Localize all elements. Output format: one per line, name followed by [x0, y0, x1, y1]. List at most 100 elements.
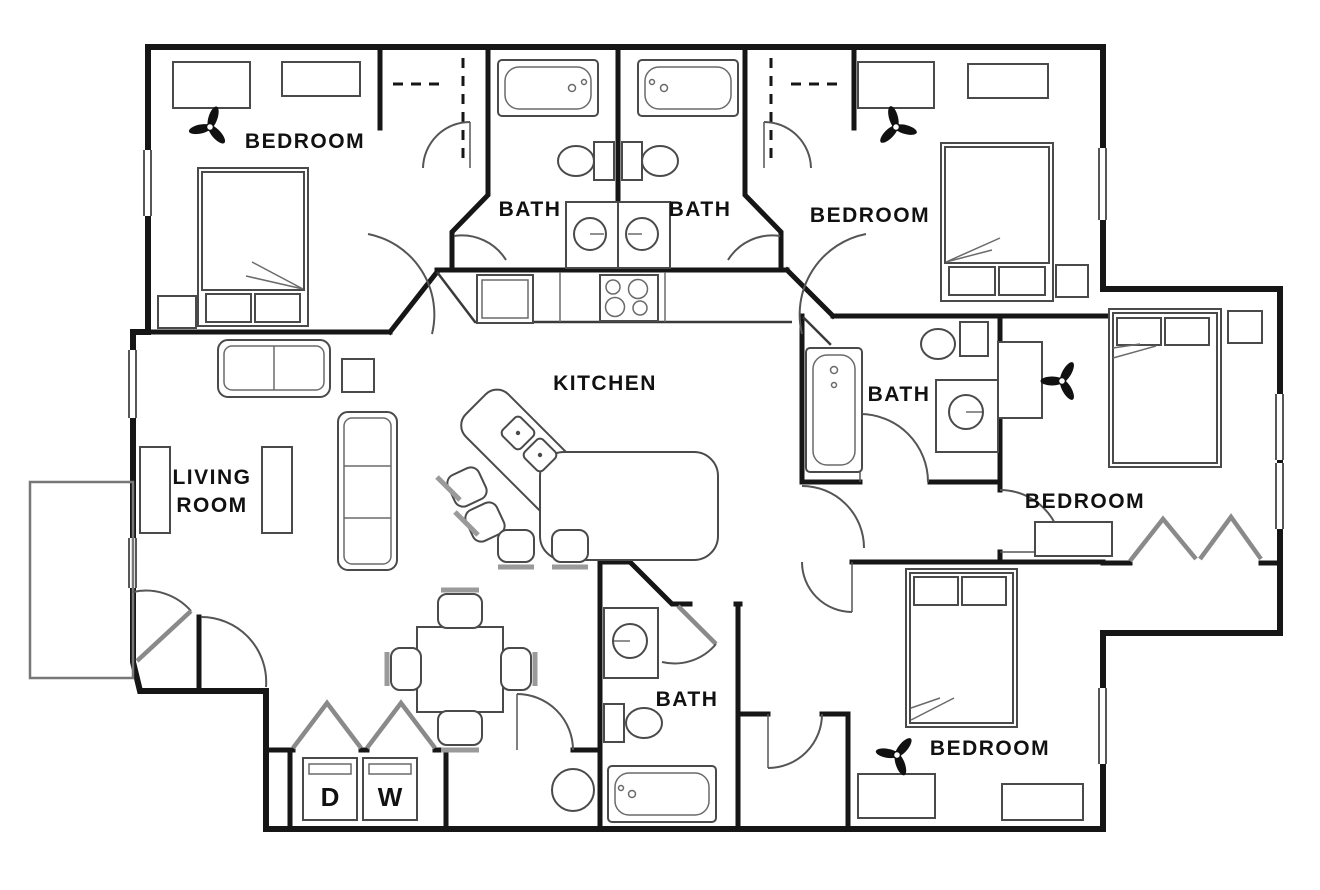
bar-stool — [446, 466, 488, 508]
tub-faucet — [648, 78, 656, 86]
bed-drawer — [998, 266, 1046, 296]
desk — [857, 61, 935, 109]
bed-fold-lines — [945, 237, 1001, 263]
refrigerator — [476, 274, 534, 324]
laundry-fixtures — [302, 757, 595, 821]
bed-drawer — [254, 293, 301, 323]
tub-drain — [627, 789, 637, 799]
toilet-tank — [959, 321, 989, 357]
toilet-bowl — [625, 707, 663, 739]
toilet-tank — [603, 703, 625, 743]
dining-chair — [390, 647, 422, 691]
bed-fold-lines — [1112, 343, 1157, 359]
stool-base — [453, 510, 480, 537]
pillow — [913, 576, 959, 606]
windows — [126, 148, 1286, 764]
window — [1096, 148, 1109, 220]
label-dryer: D — [321, 782, 340, 812]
toilet-tank — [593, 141, 615, 181]
label-bath-top-left: BATH — [499, 198, 562, 221]
burner — [627, 278, 649, 300]
desk — [997, 341, 1043, 419]
side-table — [341, 358, 375, 393]
bath-top-mid-fixtures — [617, 59, 739, 269]
bath-bottom-fixtures — [603, 607, 717, 823]
nightstand — [157, 295, 197, 329]
burner — [604, 296, 626, 318]
bathtub — [607, 765, 717, 823]
dresser — [1034, 521, 1113, 557]
bed-drawer — [205, 293, 252, 323]
desk — [857, 773, 936, 819]
room-labels: BEDROOM BATH BATH BEDROOM KITCHEN LIVING… — [172, 130, 1145, 812]
closet-shelving-dashed — [393, 58, 841, 162]
kitchen-fixtures — [435, 271, 792, 570]
dryer-box — [302, 757, 358, 821]
sofa — [337, 411, 398, 571]
toilet-bowl — [557, 145, 595, 177]
label-bath-bottom: BATH — [656, 688, 719, 711]
label-bath-top-mid: BATH — [669, 198, 732, 221]
bathtub — [805, 347, 863, 473]
desk — [172, 61, 251, 109]
living-room-furniture — [139, 339, 398, 571]
bathtub — [497, 59, 599, 117]
bathtub — [637, 59, 739, 117]
bar-stool — [497, 529, 535, 563]
pillow — [1164, 317, 1210, 346]
label-kitchen: KITCHEN — [553, 372, 657, 395]
bifold-laundry-door — [365, 699, 437, 750]
dining-set — [384, 587, 538, 753]
stove — [599, 274, 659, 322]
console-table — [261, 446, 293, 534]
label-washer: W — [378, 782, 403, 812]
bar-stool — [551, 529, 589, 563]
dining-chair — [437, 710, 483, 746]
toilet-bowl — [641, 145, 679, 177]
window — [1273, 463, 1286, 529]
label-living-room-line1: LIVING — [172, 466, 251, 489]
bedroom-bottom-furniture — [857, 568, 1084, 821]
interior-walls — [130, 44, 1283, 832]
tub-drain — [659, 83, 669, 93]
pillow — [961, 576, 1007, 606]
label-living-room-line2: ROOM — [176, 494, 247, 517]
bed-drawer — [948, 266, 996, 296]
toilet-tank — [621, 141, 643, 181]
tub-faucet — [580, 78, 588, 86]
tub-drain — [829, 365, 839, 375]
dresser — [967, 63, 1049, 99]
bifold-laundry-door — [291, 699, 363, 750]
console-table — [139, 446, 171, 534]
bifold-closet-door — [1128, 515, 1198, 563]
bedroom-top-left-furniture — [157, 61, 361, 329]
water-heater — [551, 768, 595, 812]
bed-mattress — [201, 171, 305, 291]
tub-faucet — [617, 784, 625, 792]
washer-box — [362, 757, 418, 821]
nightstand — [1055, 264, 1089, 298]
tub-faucet — [830, 381, 838, 389]
window — [1273, 394, 1286, 460]
tub-drain — [567, 83, 577, 93]
dining-chair — [500, 647, 532, 691]
label-bedroom-top-right: BEDROOM — [810, 204, 930, 227]
toilet-bowl — [920, 328, 956, 360]
window — [1096, 688, 1109, 764]
dresser — [1001, 783, 1084, 821]
bifold-closet-door — [1198, 513, 1263, 561]
dining-table — [416, 626, 504, 713]
label-bedroom-mid-right: BEDROOM — [1025, 490, 1145, 513]
bedroom-mid-right-furniture — [997, 308, 1263, 557]
bath-top-left-fixtures — [497, 59, 619, 269]
label-bedroom-bottom: BEDROOM — [930, 737, 1050, 760]
pillow — [1116, 317, 1162, 346]
ceiling-fan-icon — [1035, 351, 1092, 405]
bed-fold-lines — [245, 261, 304, 290]
burner — [605, 279, 621, 295]
window — [126, 350, 139, 418]
label-bath-mid-right: BATH — [868, 383, 931, 406]
bath-mid-right-fixtures — [805, 321, 999, 473]
burner — [632, 300, 648, 316]
